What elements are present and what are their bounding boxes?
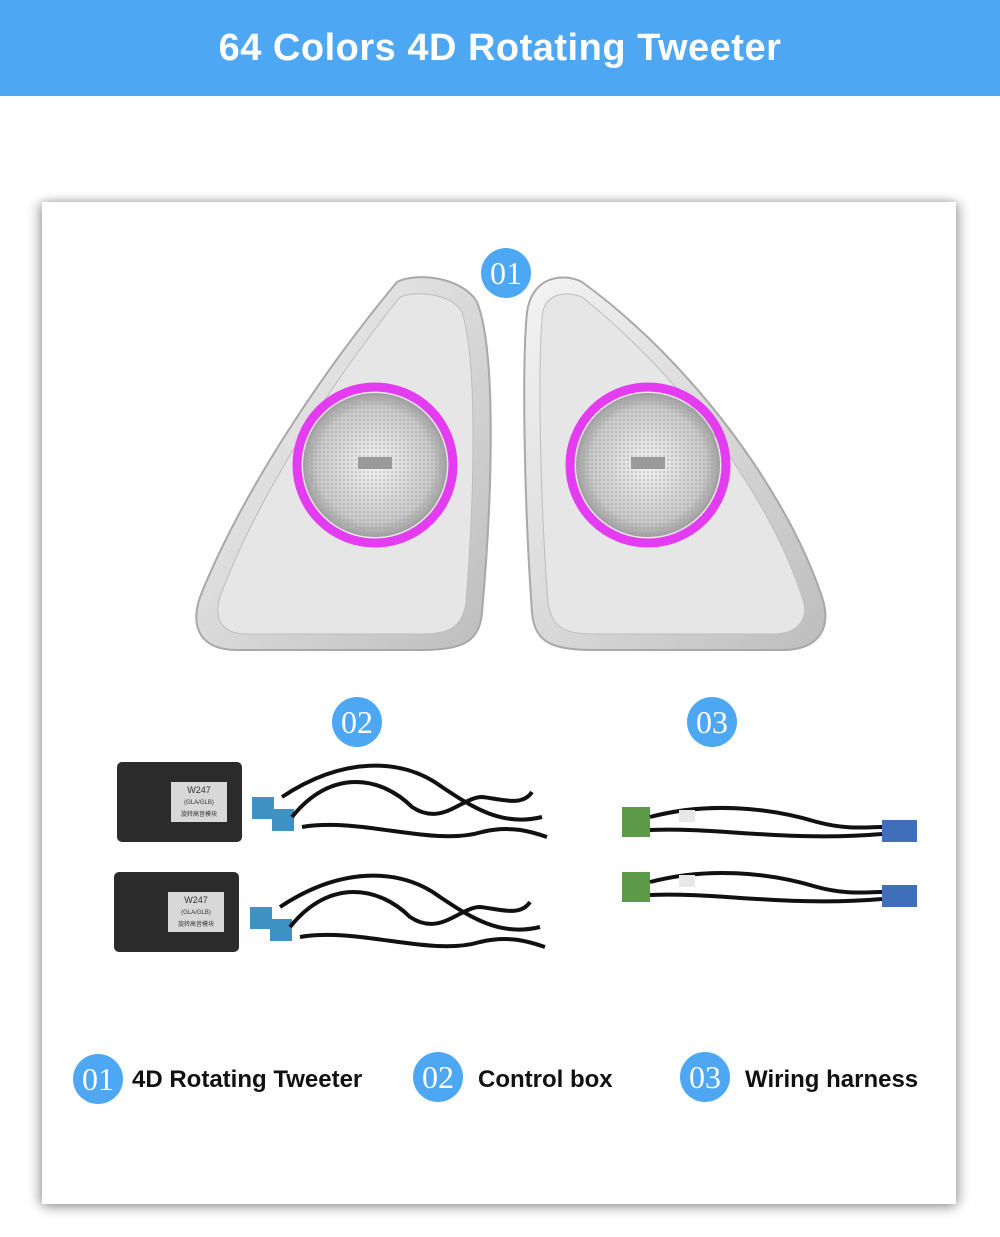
control-box-1: W247 (GLA/GLB) 旋转高音模块: [117, 762, 548, 842]
harness-1: [622, 805, 917, 842]
control-box-image: W247 (GLA/GLB) 旋转高音模块 W247 (GLA/GLB) 旋转高…: [114, 762, 548, 952]
marker-01: 01: [481, 248, 531, 298]
box-2-model: W247: [184, 895, 208, 905]
legend-03-label: Wiring harness: [745, 1066, 919, 1093]
tweeter-pair-image: [195, 276, 827, 651]
title-banner: 64 Colors 4D Rotating Tweeter: [0, 0, 1000, 96]
marker-03: 03: [687, 697, 737, 747]
page-title: 64 Colors 4D Rotating Tweeter: [218, 26, 782, 69]
marker-02: 02: [332, 697, 382, 747]
box-1-cn: 旋转高音模块: [181, 810, 217, 818]
legend-02-badge: 02: [413, 1052, 463, 1102]
right-tweeter: [523, 276, 827, 651]
product-card: 01: [42, 202, 956, 1204]
legend-03-badge: 03: [680, 1052, 730, 1102]
legend-01-badge: 01: [73, 1054, 123, 1104]
wiring-harness-image: [622, 805, 917, 907]
harness-2: [622, 870, 917, 907]
box-2-variant: (GLA/GLB): [181, 910, 211, 916]
legend-01-label: 4D Rotating Tweeter: [132, 1066, 363, 1093]
box-2-cn: 旋转高音模块: [178, 920, 214, 928]
control-box-2: W247 (GLA/GLB) 旋转高音模块: [114, 872, 546, 952]
left-tweeter: [195, 276, 492, 651]
legend-02-label: Control box: [478, 1066, 613, 1093]
box-1-model: W247: [187, 785, 211, 795]
box-1-variant: (GLA/GLB): [184, 800, 214, 806]
left-glow-ring: [292, 382, 458, 548]
right-glow-ring: [565, 382, 731, 548]
